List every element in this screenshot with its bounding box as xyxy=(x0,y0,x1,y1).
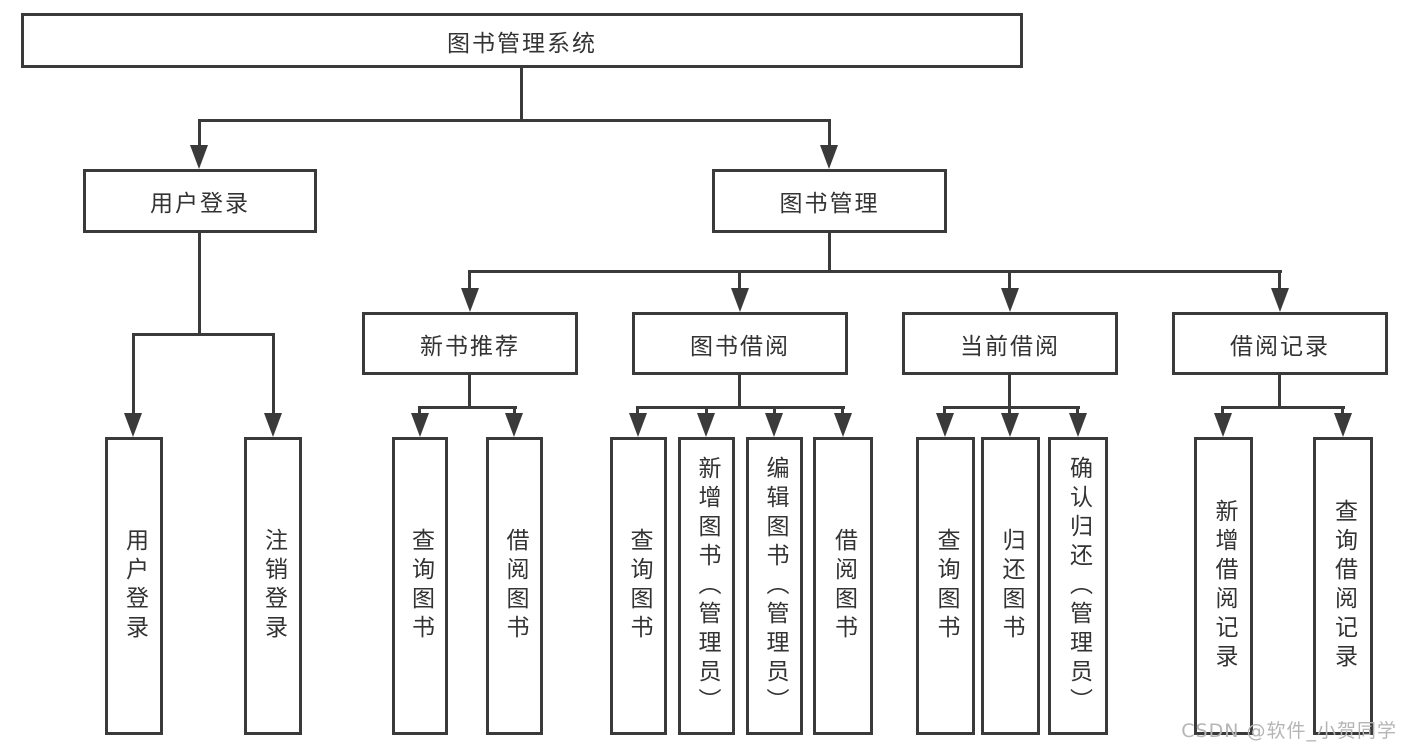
connector-line xyxy=(943,406,946,417)
leaf-newrec-query-book: 查询图书 xyxy=(392,437,448,735)
leaf-logout: 注销登录 xyxy=(244,437,302,735)
arrow-down-icon xyxy=(1271,288,1289,312)
arrow-down-icon xyxy=(1214,413,1232,437)
connector-line xyxy=(198,233,201,336)
arrow-down-icon xyxy=(1001,413,1019,437)
connector-line xyxy=(469,270,1282,273)
connector-line xyxy=(738,270,741,291)
node-book-management: 图书管理 xyxy=(712,169,947,233)
connector-line xyxy=(841,406,844,417)
arrow-down-icon xyxy=(936,413,954,437)
arrow-down-icon xyxy=(124,413,142,437)
leaf-record-query-record: 查询借阅记录 xyxy=(1313,437,1373,735)
leaf-label: 编辑图书（管理员） xyxy=(762,455,788,717)
arrow-down-icon xyxy=(834,413,852,437)
leaf-newrec-borrow-book: 借阅图书 xyxy=(486,437,543,735)
connector-line xyxy=(468,375,471,409)
connector-line xyxy=(1008,406,1011,417)
connector-line xyxy=(828,119,831,148)
arrow-down-icon xyxy=(1069,413,1087,437)
arrow-down-icon xyxy=(1334,413,1352,437)
node-book-borrow-label: 图书借阅 xyxy=(690,333,790,360)
node-book-borrow: 图书借阅 xyxy=(632,312,848,375)
connector-line xyxy=(468,270,471,291)
arrow-down-icon xyxy=(697,413,715,437)
arrow-down-icon xyxy=(461,288,479,312)
node-current-borrow-label: 当前借阅 xyxy=(960,333,1060,360)
connector-line xyxy=(1008,375,1011,409)
arrow-down-icon xyxy=(505,413,523,437)
leaf-label: 注销登录 xyxy=(260,528,287,644)
connector-line xyxy=(272,333,275,415)
connector-line xyxy=(132,333,135,415)
leaf-borrow-edit-book-admin: 编辑图书（管理员） xyxy=(746,437,803,735)
arrow-down-icon xyxy=(820,145,838,169)
arrow-down-icon xyxy=(731,288,749,312)
connector-line xyxy=(705,406,708,417)
leaf-borrow-query-book: 查询图书 xyxy=(610,437,667,735)
connector-line xyxy=(773,406,776,417)
leaf-label: 查询图书 xyxy=(933,528,959,644)
connector-line xyxy=(637,406,845,409)
leaf-label: 归还图书 xyxy=(998,528,1024,644)
connector-line xyxy=(738,375,741,409)
connector-line xyxy=(132,333,275,336)
leaf-label: 借阅图书 xyxy=(830,528,857,644)
leaf-borrow-add-book-admin: 新增图书（管理员） xyxy=(678,437,735,735)
connector-line xyxy=(1076,406,1079,417)
node-current-borrow: 当前借阅 xyxy=(902,312,1118,375)
csdn-watermark: CSDN @软件_小贺同学 xyxy=(1181,720,1397,742)
connector-line xyxy=(1221,406,1224,417)
connector-line xyxy=(828,233,831,273)
node-borrow-record: 借阅记录 xyxy=(1172,312,1388,375)
connector-line xyxy=(1222,406,1345,409)
connector-line xyxy=(418,406,421,417)
connector-line xyxy=(520,68,523,121)
leaf-borrow-borrow-book: 借阅图书 xyxy=(813,437,873,735)
node-new-book-recommend: 新书推荐 xyxy=(362,312,578,375)
leaf-label: 查询图书 xyxy=(626,528,652,644)
connector-line xyxy=(198,119,831,122)
leaf-label: 借阅图书 xyxy=(502,528,528,644)
connector-line xyxy=(1278,375,1281,409)
connector-line xyxy=(636,406,639,417)
node-root-label: 图书管理系统 xyxy=(447,30,597,57)
connector-line xyxy=(513,406,516,417)
node-borrow-record-label: 借阅记录 xyxy=(1230,333,1330,360)
leaf-label: 用户登录 xyxy=(121,528,148,644)
node-root: 图书管理系统 xyxy=(21,13,1023,68)
connector-line xyxy=(419,406,517,409)
arrow-down-icon xyxy=(411,413,429,437)
leaf-label: 新增图书（管理员） xyxy=(694,455,720,717)
leaf-label: 查询借阅记录 xyxy=(1330,499,1357,673)
node-book-management-label: 图书管理 xyxy=(779,191,880,217)
arrow-down-icon xyxy=(190,145,208,169)
arrow-down-icon xyxy=(1001,288,1019,312)
connector-line xyxy=(1341,406,1344,417)
leaf-user-login: 用户登录 xyxy=(105,437,163,735)
arrow-down-icon xyxy=(629,413,647,437)
connector-line xyxy=(1008,270,1011,291)
connector-line xyxy=(198,119,201,148)
node-user-login: 用户登录 xyxy=(83,169,317,233)
connector-line xyxy=(1278,270,1281,291)
node-user-login-label: 用户登录 xyxy=(150,191,250,217)
arrow-down-icon xyxy=(264,413,282,437)
arrow-down-icon xyxy=(765,413,783,437)
leaf-label: 查询图书 xyxy=(407,528,434,644)
node-new-book-recommend-label: 新书推荐 xyxy=(420,333,520,360)
leaf-current-return-book: 归还图书 xyxy=(981,437,1040,735)
leaf-label: 确认归还（管理员） xyxy=(1065,455,1092,717)
leaf-current-query-book: 查询图书 xyxy=(916,437,975,735)
leaf-label: 新增借阅记录 xyxy=(1211,499,1237,673)
leaf-record-add-record: 新增借阅记录 xyxy=(1194,437,1253,735)
connector-line xyxy=(944,406,1080,409)
leaf-current-confirm-return-admin: 确认归还（管理员） xyxy=(1048,437,1108,735)
